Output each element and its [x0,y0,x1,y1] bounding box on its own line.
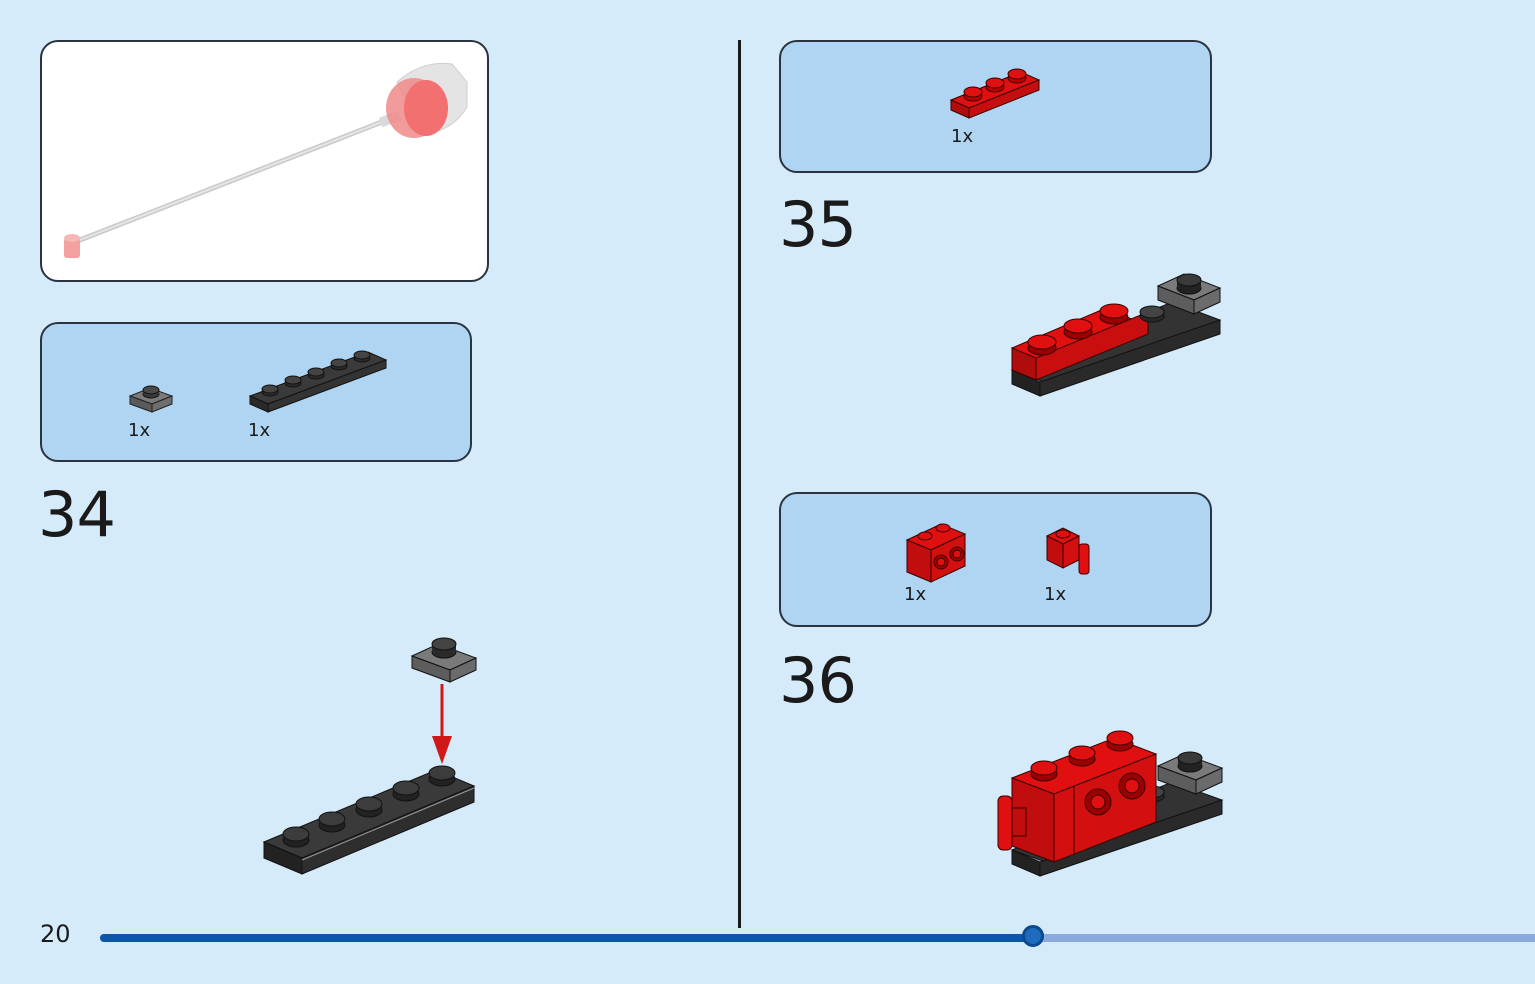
step-34-parts-panel: 1x 1x [40,322,472,462]
part-quantity: 1x [248,420,271,441]
step-number-36: 36 [779,644,857,717]
part-quantity: 1x [904,584,927,605]
progress-bar [100,925,1535,947]
red-plate-1x3-icon [949,68,1041,119]
step-number-35: 35 [779,188,857,261]
step-35-build-illustration [1010,273,1222,397]
red-brick-1x2-side-studs-icon [905,523,967,583]
context-callout [40,40,489,282]
red-brick-1x1-clip-icon [1045,527,1090,575]
black-plate-1x6-icon [248,350,388,413]
step-number-34: 34 [38,478,116,551]
part-quantity: 1x [128,420,151,441]
page-number: 20 [40,920,71,948]
step-36-parts-panel: 1x 1x [779,492,1212,627]
step-34-build-illustration [262,637,478,875]
part-quantity: 1x [1044,584,1067,605]
step-36-build-illustration [997,730,1224,877]
step-35-parts-panel: 1x [779,40,1212,173]
rod-assembly-illustration [64,62,468,258]
column-divider [738,40,741,928]
progress-bar-fill [100,934,1033,942]
progress-bar-marker [1021,925,1044,947]
gray-plate-1x1-icon [128,385,174,413]
part-quantity: 1x [951,126,974,147]
